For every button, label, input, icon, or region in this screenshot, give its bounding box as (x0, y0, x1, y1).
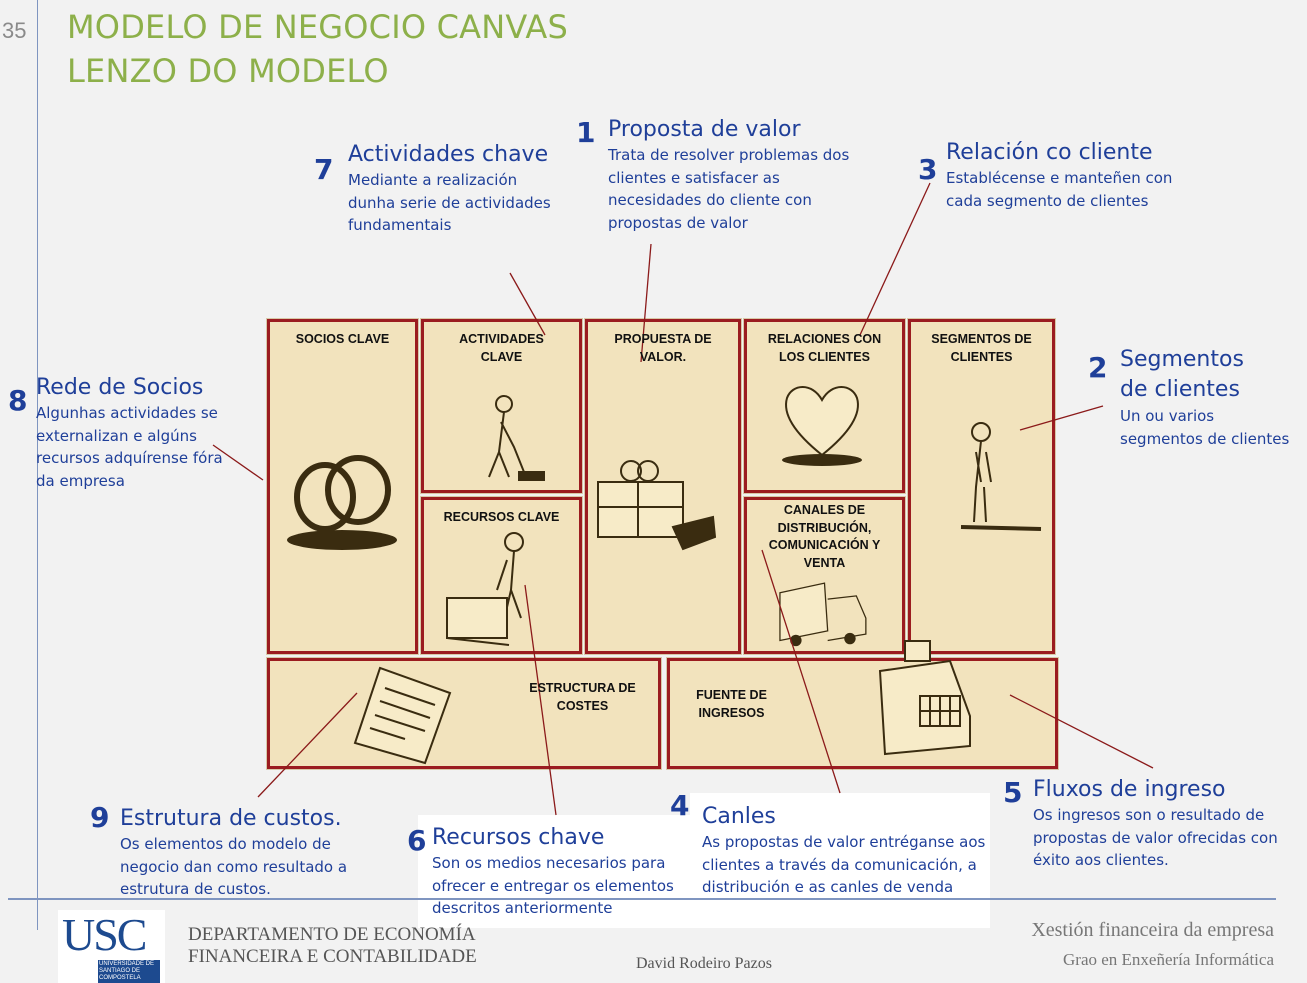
annotation-7: 7 Actividades chave Mediante a realizaci… (314, 141, 563, 237)
annotation-heading: Canles (702, 804, 776, 829)
annotation-2: 2 Segmentos de clientes Un ou varios seg… (1088, 345, 1300, 450)
annotation-heading: Relación co cliente (946, 140, 1153, 165)
annotation-number: 8 (8, 384, 28, 417)
box-socios-clave: SOCIOS CLAVE (267, 319, 418, 654)
annotation-text: Mediante a realización dunha serie de ac… (348, 171, 551, 234)
annotation-heading: Actividades chave (348, 142, 549, 167)
connector-3 (859, 182, 931, 336)
person-with-cart-icon (446, 532, 524, 646)
box-label: SEGMENTOS DE CLIENTES (931, 332, 1032, 364)
annotation-heading: Estrutura de custos. (120, 806, 342, 831)
annotation-8: 8 Rede de Socios Algunhas actividades se… (8, 374, 236, 492)
annotation-3: 3 Relación co cliente Establécense e man… (918, 139, 1186, 212)
author-name: David Rodeiro Pazos (636, 955, 772, 972)
cash-register-icon (878, 640, 971, 756)
heart-icon (782, 386, 862, 466)
annotation-heading: Recursos chave (432, 825, 605, 850)
box-label: RELACIONES CON LOS CLIENTES (767, 332, 882, 364)
vertical-rule (37, 0, 38, 930)
rings-icon (287, 455, 397, 550)
annotation-number: 5 (1003, 776, 1023, 809)
box-propuesta-de-valor: PROPUESTA DE VALOR. (585, 319, 741, 654)
annotation-4: 4 Canles As propostas de valor entrégans… (670, 789, 987, 899)
annotation-number: 9 (90, 801, 110, 834)
box-label: PROPUESTA DE VALOR. (614, 332, 712, 364)
standing-person-icon (960, 422, 1042, 531)
annotation-9: 9 Estrutura de custos. Os elementos do m… (90, 801, 370, 901)
box-relaciones: RELACIONES CON LOS CLIENTES (744, 319, 905, 493)
box-label: ACTIVIDADES CLAVE (459, 332, 544, 364)
annotation-6-background (418, 815, 690, 928)
digging-person-icon (488, 395, 545, 481)
annotation-text: Os elementos do modelo de negocio dan co… (120, 835, 348, 898)
degree-name: Grao en Enxeñería Informática (1063, 950, 1274, 969)
annotation-5: 5 Fluxos de ingreso Os ingresos son o re… (1003, 776, 1278, 872)
annotation-text: Un ou varios segmentos de clientes (1120, 407, 1290, 448)
page-title: MODELO DE NEGOCIO CANVAS (67, 8, 569, 46)
gift-icon (597, 460, 717, 551)
bill-document-icon (353, 666, 452, 765)
annotation-heading: Proposta de valor (608, 117, 801, 142)
annotation-heading: Segmentos de clientes (1120, 347, 1244, 402)
annotation-text: Son os medios necesarios para ofrecer e … (432, 854, 674, 917)
box-segmentos: SEGMENTOS DE CLIENTES (908, 319, 1055, 654)
box-label: RECURSOS CLAVE (443, 510, 560, 524)
box-label: CANALES DE DISTRIBUCIÓN, COMUNICACIÓN Y … (768, 503, 881, 570)
annotation-number: 2 (1088, 351, 1108, 384)
box-canales: CANALES DE DISTRIBUCIÓN, COMUNICACIÓN Y … (744, 497, 905, 654)
page-number: 35 (2, 18, 27, 43)
box-label: FUENTE DE INGRESOS (696, 688, 767, 720)
annotation-text: Algunhas actividades se externalizan e a… (36, 404, 223, 490)
annotation-text: As propostas de valor entréganse aos cli… (702, 833, 986, 896)
annotation-number: 7 (314, 153, 334, 186)
annotation-heading: Rede de Socios (36, 375, 204, 400)
annotation-text: Trata de resolver problemas dos clientes… (608, 146, 850, 232)
footer-rule (8, 898, 1276, 900)
course-name: Xestión financeira da empresa (1031, 919, 1274, 941)
box-estructura-costes: ESTRUCTURA DE COSTES (267, 658, 661, 769)
annotation-number: 6 (407, 824, 427, 857)
annotation-number: 4 (670, 789, 690, 822)
annotation-number: 3 (918, 153, 938, 186)
annotation-number: 1 (576, 116, 596, 149)
box-actividades-clave: ACTIVIDADES CLAVE (421, 319, 582, 493)
department-line-1: DEPARTAMENTO DE ECONOMÍA (188, 924, 476, 945)
usc-logo: USC UNIVERSIDADE DE SANTIAGO DE COMPOSTE… (58, 910, 165, 983)
box-label: ESTRUCTURA DE COSTES (529, 681, 636, 713)
logo-subtext: UNIVERSIDADE DE SANTIAGO DE COMPOSTELA (98, 960, 160, 983)
annotation-heading: Fluxos de ingreso (1033, 777, 1226, 802)
annotation-4-background (690, 793, 990, 928)
logo-text: USC (62, 909, 147, 960)
annotation-text: Establécense e manteñen con cada segment… (946, 169, 1173, 210)
department-line-2: FINANCEIRA E CONTABILIDADE (188, 946, 477, 967)
annotation-1: 1 Proposta de valor Trata de resolver pr… (576, 116, 868, 234)
box-fuente-ingresos: FUENTE DE INGRESOS (667, 640, 1058, 769)
page-subtitle: LENZO DO MODELO (67, 52, 389, 90)
box-label: SOCIOS CLAVE (295, 332, 390, 346)
box-recursos-clave: RECURSOS CLAVE (421, 497, 582, 654)
annotation-text: Os ingresos son o resultado de propostas… (1033, 806, 1278, 869)
annotation-6: 6 Recursos chave Son os medios necesario… (407, 824, 684, 920)
